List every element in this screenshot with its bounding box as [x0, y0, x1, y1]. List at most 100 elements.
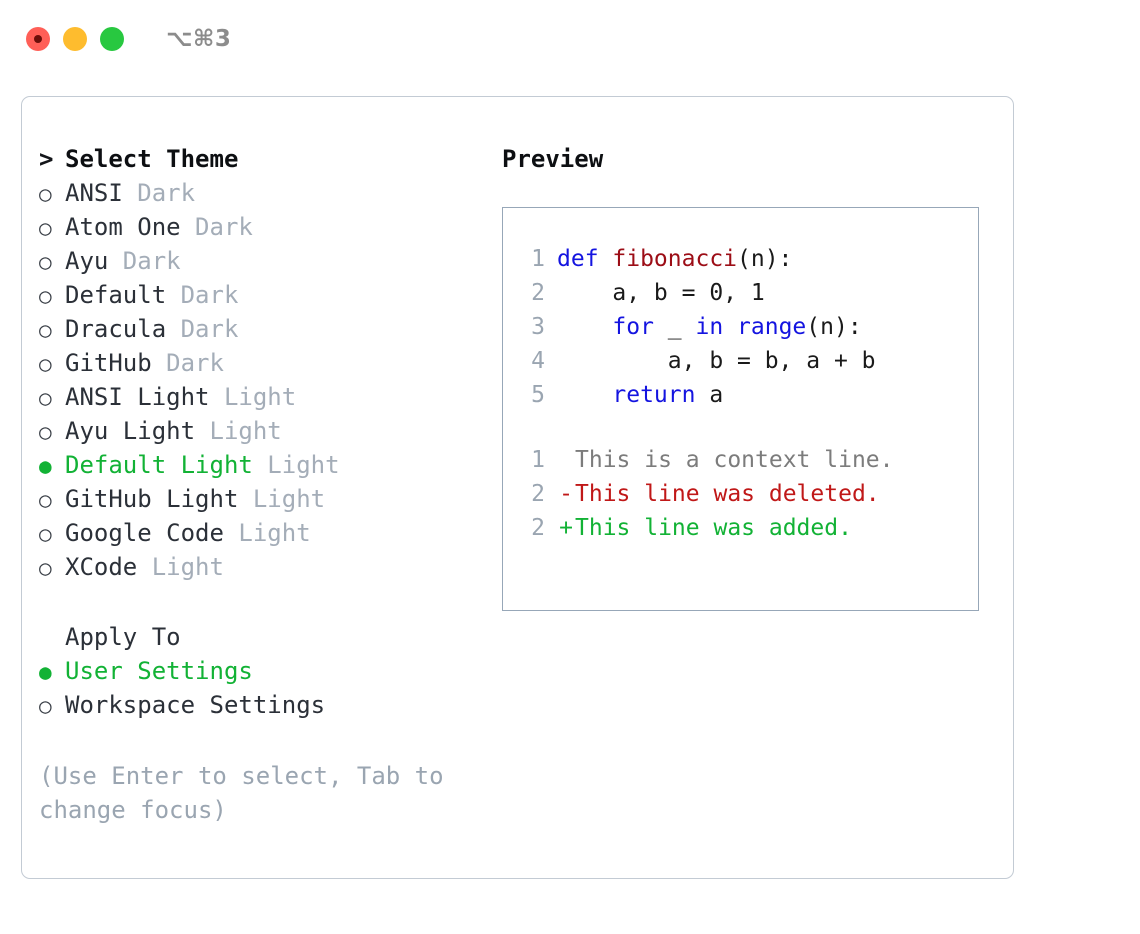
apply-to-item[interactable]: ○ Workspace Settings: [39, 691, 502, 725]
keyboard-hint-text: (Use Enter to select, Tab to change focu…: [39, 762, 459, 824]
close-window-button[interactable]: [26, 27, 50, 51]
theme-list-item[interactable]: ○ Default Dark: [39, 281, 502, 315]
theme-category-tag: Dark: [122, 179, 196, 207]
code-line: 2 a, b = 0, 1: [503, 280, 978, 314]
theme-selector-column: > Select Theme ○ANSI Dark○Atom One Dark○…: [22, 97, 502, 878]
theme-list: ○ANSI Dark○Atom One Dark○Ayu Dark○Defaul…: [39, 179, 502, 587]
line-number: 1: [531, 447, 545, 473]
radio-icon[interactable]: ○: [39, 250, 52, 274]
apply-to-label: User Settings: [65, 657, 253, 685]
code-token: a, b = b, a + b: [557, 348, 876, 374]
code-token: [557, 314, 612, 340]
theme-category-tag: Light: [238, 485, 326, 513]
theme-category-tag: Dark: [166, 315, 239, 343]
diff-text: This is a context line.: [575, 447, 894, 473]
code-token: fibonacci: [612, 246, 738, 272]
theme-name: Default: [65, 281, 167, 309]
radio-selected-icon[interactable]: ●: [39, 454, 52, 478]
code-text: a, b = b, a + b: [545, 348, 876, 374]
theme-category-tag: Dark: [180, 213, 253, 241]
code-token: (n):: [737, 246, 793, 272]
diff-marker: [545, 447, 575, 473]
theme-name: Default Light: [65, 451, 253, 479]
code-text: return a: [545, 382, 723, 408]
theme-list-item[interactable]: ○ Ayu Light Light: [39, 417, 502, 451]
theme-list-item[interactable]: ○Dracula Dark: [39, 315, 502, 349]
main-panel: > Select Theme ○ANSI Dark○Atom One Dark○…: [21, 96, 1014, 879]
theme-name: Ayu Light: [65, 417, 196, 445]
theme-name: Ayu: [65, 247, 109, 275]
diff-line: 2-This line was deleted.: [503, 481, 978, 515]
radio-icon[interactable]: ○: [39, 488, 52, 512]
radio-icon[interactable]: ○: [39, 284, 52, 308]
diff-text: This line was deleted.: [575, 481, 880, 507]
theme-category-tag: Dark: [166, 281, 239, 309]
theme-list-item[interactable]: ○Atom One Dark: [39, 213, 502, 247]
apply-to-title: Apply To: [65, 623, 181, 651]
theme-list-item[interactable]: ○Google Code Light: [39, 519, 502, 553]
radio-icon[interactable]: ○: [39, 694, 52, 718]
theme-list-item[interactable]: ● Default Light Light: [39, 451, 502, 485]
diff-text: This line was added.: [575, 515, 852, 541]
code-line: 5 return a: [503, 382, 978, 416]
radio-icon[interactable]: ○: [39, 216, 52, 240]
theme-category-tag: Light: [223, 519, 311, 547]
radio-icon[interactable]: ○: [39, 522, 52, 546]
apply-to-header-spacer: [39, 626, 65, 650]
theme-list-item[interactable]: ○ Ayu Dark: [39, 247, 502, 281]
theme-name: ANSI: [65, 179, 123, 207]
select-theme-header: > Select Theme: [39, 145, 502, 179]
diff-line: 1 This is a context line.: [503, 447, 978, 481]
preview-title: Preview: [502, 145, 604, 173]
theme-list-item[interactable]: ○ ANSI Dark: [39, 179, 502, 213]
radio-selected-icon[interactable]: ●: [39, 660, 52, 684]
radio-icon[interactable]: ○: [39, 318, 52, 342]
theme-name: ANSI Light: [65, 383, 210, 411]
radio-icon[interactable]: ○: [39, 420, 52, 444]
maximize-window-button[interactable]: [100, 27, 124, 51]
theme-category-tag: Light: [252, 451, 340, 479]
diff-marker: +: [559, 515, 573, 541]
close-icon: [34, 35, 42, 43]
code-token: a, b = 0, 1: [557, 280, 765, 306]
apply-to-label: Workspace Settings: [65, 691, 326, 719]
line-number: 1: [531, 246, 545, 272]
line-number: 3: [531, 314, 545, 340]
code-line: 4 a, b = b, a + b: [503, 348, 978, 382]
radio-icon[interactable]: ○: [39, 182, 52, 206]
diff-marker: -: [559, 481, 573, 507]
theme-list-item[interactable]: ○XCode Light: [39, 553, 502, 587]
code-token: return: [612, 382, 696, 408]
keyboard-shortcut-label: ⌥⌘3: [166, 26, 232, 52]
theme-name: XCode: [65, 553, 138, 581]
code-line: 3 for _ in range(n):: [503, 314, 978, 348]
code-token: a: [695, 382, 724, 408]
caret-icon: >: [39, 145, 54, 173]
code-token: [723, 314, 737, 340]
code-text: a, b = 0, 1: [545, 280, 765, 306]
minimize-window-button[interactable]: [63, 27, 87, 51]
theme-name: GitHub Light: [65, 485, 239, 513]
radio-icon[interactable]: ○: [39, 352, 52, 376]
title-bar: ⌥⌘3: [0, 0, 1140, 78]
theme-list-item[interactable]: ○ GitHub Light Light: [39, 485, 502, 519]
apply-to-item[interactable]: ● User Settings: [39, 657, 502, 691]
theme-category-tag: Light: [195, 417, 282, 445]
code-token: (n):: [806, 314, 862, 340]
apply-to-list: ● User Settings ○ Workspace Settings: [39, 657, 502, 725]
code-token: _: [653, 314, 696, 340]
radio-icon[interactable]: ○: [39, 556, 52, 580]
theme-name: GitHub: [65, 349, 152, 377]
code-token: range: [737, 314, 807, 340]
theme-category-tag: Light: [209, 383, 297, 411]
code-token: [557, 382, 612, 408]
theme-category-tag: Dark: [108, 247, 181, 275]
theme-list-item[interactable]: ○GitHub Dark: [39, 349, 502, 383]
radio-icon[interactable]: ○: [39, 386, 52, 410]
theme-list-item[interactable]: ○ ANSI Light Light: [39, 383, 502, 417]
diff-line: 2+This line was added.: [503, 515, 978, 549]
code-token: def: [557, 246, 613, 272]
code-text: def fibonacci(n):: [545, 246, 792, 272]
